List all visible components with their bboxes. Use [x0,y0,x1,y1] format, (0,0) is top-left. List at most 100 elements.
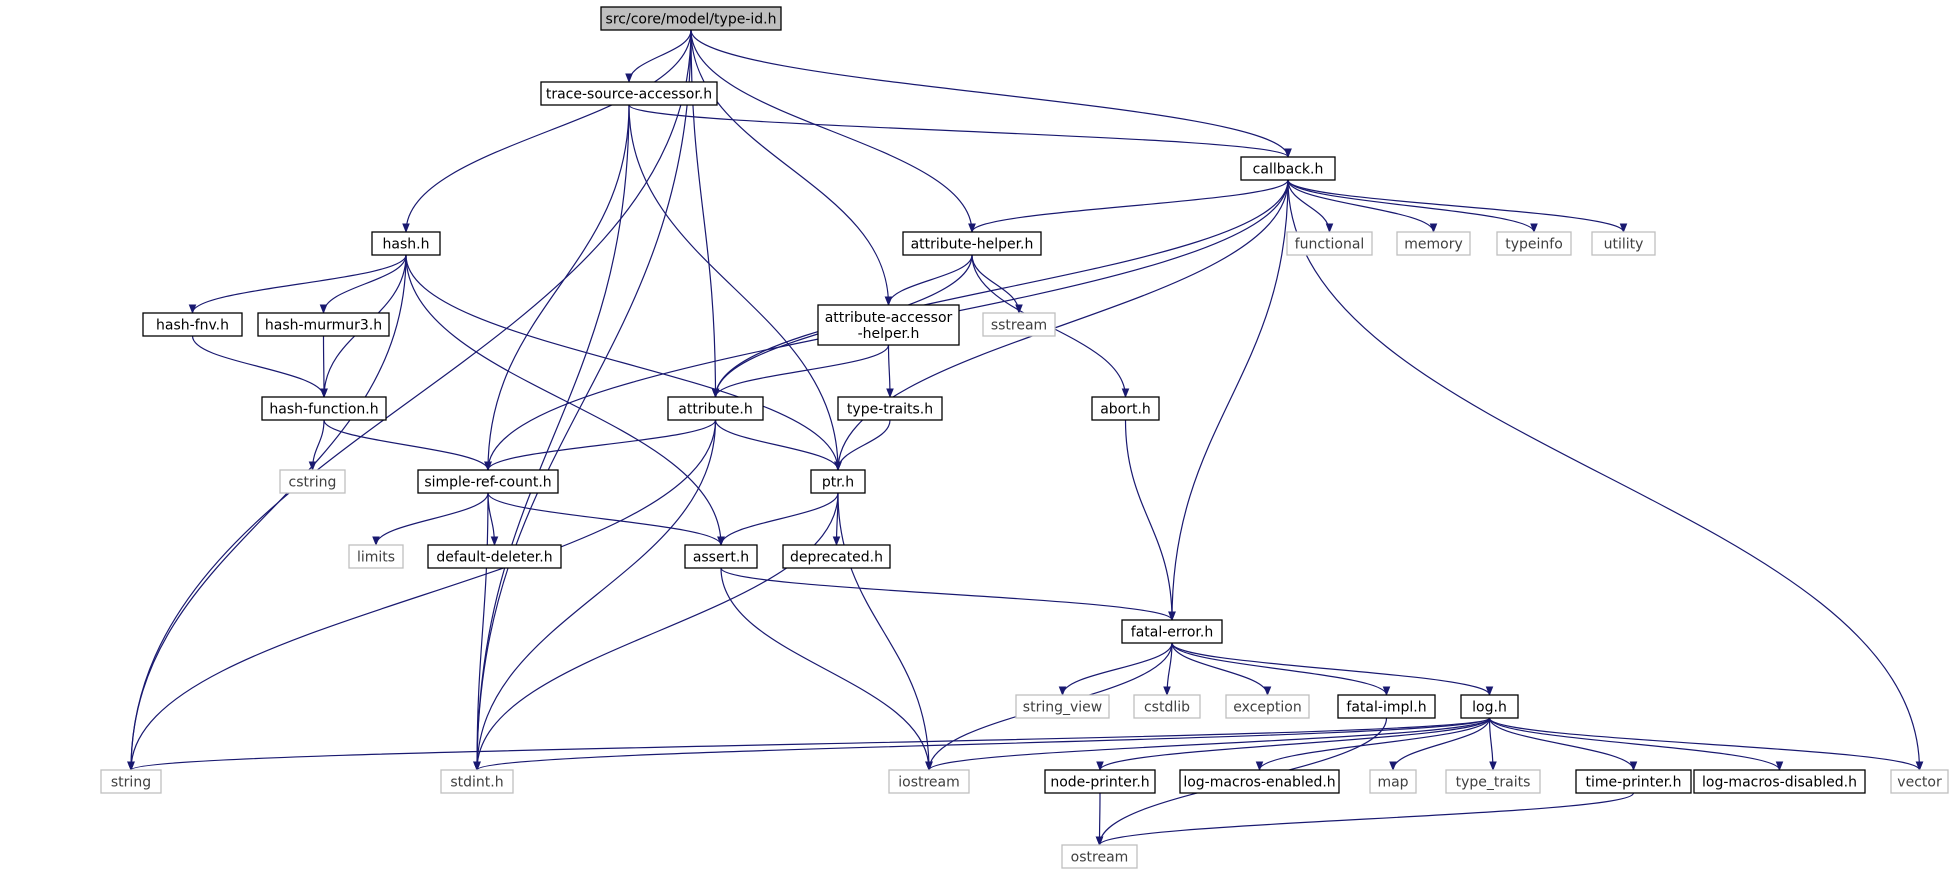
edge-log-to-type_traits [1488,717,1497,771]
edge-hash-to-hashfnv [188,254,407,314]
node-box-root [600,6,782,31]
edge-hash-to-hashmurmur [319,254,407,314]
node-callback[interactable]: callback.h [1240,156,1336,181]
node-attribute[interactable]: attribute.h [667,396,764,421]
node-tsa[interactable]: trace-source-accessor.h [540,81,718,106]
edge-hashfunc-to-cstring [308,419,325,471]
node-attrhelper[interactable]: attribute-helper.h [902,231,1042,256]
node-box-stringview [1015,694,1110,719]
node-fatalimpl[interactable]: fatal-impl.h [1337,694,1436,719]
node-hashmurmur[interactable]: hash-murmur3.h [257,312,390,337]
node-ostream: ostream [1061,844,1138,869]
edge-hashfunc-to-srefcount [323,419,492,471]
edge-root-to-tsa [625,29,692,83]
node-box-callback [1240,156,1336,181]
node-label-srefcount: simple-ref-count.h [424,475,551,491]
edge-attracc-to-typetraitsh [886,344,894,398]
node-box-abort [1091,396,1160,421]
node-box-type_traits [1445,769,1541,794]
node-label-assert: assert.h [693,550,749,566]
node-log[interactable]: log.h [1460,694,1519,719]
node-box-typeinfo [1496,231,1572,256]
node-hashfnv[interactable]: hash-fnv.h [142,312,243,337]
edge-log-to-map [1389,717,1491,771]
node-box-deprecated [782,544,891,569]
node-box-fatalerror [1121,619,1223,644]
node-label-typetraitsh: type-traits.h [847,402,933,418]
edge-attribute-to-stdint [473,419,717,771]
node-srefcount[interactable]: simple-ref-count.h [417,469,559,494]
edge-abort-to-fatalerror [1124,419,1176,621]
edge-log-to-timeprinter [1488,717,1638,771]
edge-log-to-stdint [473,717,1491,771]
node-hash[interactable]: hash.h [371,231,441,256]
node-box-hashfnv [142,312,243,337]
edge-root-to-attracc [690,29,893,306]
node-box-string [100,769,162,794]
edge-attrhelper-to-sstream [971,254,1023,314]
edge-hash-to-assert [405,254,725,546]
node-vector: vector [1890,769,1949,794]
edge-log-to-nodeprinter [1096,717,1491,771]
edge-callback-to-functional [1287,179,1334,233]
node-box-cstring [279,469,346,494]
node-label-cstring: cstring [289,475,337,491]
edges-layer [127,29,1924,846]
node-fatalerror[interactable]: fatal-error.h [1121,619,1223,644]
node-attracc[interactable]: attribute-accessor-helper.h [817,304,960,346]
node-abort[interactable]: abort.h [1091,396,1160,421]
node-logmacdis[interactable]: log-macros-disabled.h [1693,769,1866,794]
node-box-srefcount [417,469,559,494]
node-label-deprecated: deprecated.h [790,550,883,566]
edge-root-to-attrhelper [690,29,976,233]
node-box-utility [1591,231,1656,256]
edge-log-to-vector [1488,717,1924,771]
edge-tsa-to-callback [628,104,1292,158]
node-root[interactable]: src/core/model/type-id.h [600,6,782,31]
node-label-iostream: iostream [898,775,960,791]
node-label-attrhelper: attribute-helper.h [911,237,1034,253]
edge-typetraitsh-to-ptr [834,419,891,471]
node-timeprinter[interactable]: time-printer.h [1575,769,1692,794]
edge-srefcount-to-limits [372,492,489,546]
node-label-defdeleter: default-deleter.h [436,550,552,566]
node-sstream: sstream [982,312,1056,337]
node-stdint: stdint.h [440,769,514,794]
node-box-sstream [982,312,1056,337]
edge-ptr-to-stdint [473,492,839,771]
node-cstring: cstring [279,469,346,494]
edge-callback-to-typeinfo [1287,179,1538,233]
edge-nodeprinter-to-ostream [1095,792,1104,846]
node-box-stdint [440,769,514,794]
edge-hash-to-string [127,254,407,771]
node-cstdlib: cstdlib [1133,694,1201,719]
edge-attribute-to-string [127,419,717,771]
edge-srefcount-to-defdeleter [487,492,499,546]
node-box-attribute [667,396,764,421]
node-assert[interactable]: assert.h [684,544,758,569]
node-label-abort: abort.h [1100,402,1151,418]
node-box-cstdlib [1133,694,1201,719]
node-box-attrhelper [902,231,1042,256]
edge-fatalerror-to-log [1171,642,1494,696]
node-limits: limits [348,544,404,569]
node-typeinfo: typeinfo [1496,231,1572,256]
edge-ptr-to-iostream [837,492,933,771]
node-box-iostream [888,769,970,794]
node-defdeleter[interactable]: default-deleter.h [427,544,562,569]
node-logmacen[interactable]: log-macros-enabled.h [1179,769,1340,794]
node-label-timeprinter: time-printer.h [1586,775,1682,791]
node-label-hash: hash.h [383,237,430,253]
node-label-sstream: sstream [991,318,1047,334]
edge-srefcount-to-stdint [473,492,489,771]
node-label-utility: utility [1604,237,1644,253]
node-ptr[interactable]: ptr.h [810,469,866,494]
node-nodeprinter[interactable]: node-printer.h [1044,769,1156,794]
node-deprecated[interactable]: deprecated.h [782,544,891,569]
node-box-defdeleter [427,544,562,569]
node-hashfunc[interactable]: hash-function.h [261,396,387,421]
node-typetraitsh[interactable]: type-traits.h [837,396,943,421]
node-label-type_traits: type_traits [1456,775,1531,791]
edge-log-to-iostream [925,717,1491,771]
node-label-fatalimpl: fatal-impl.h [1346,700,1426,716]
